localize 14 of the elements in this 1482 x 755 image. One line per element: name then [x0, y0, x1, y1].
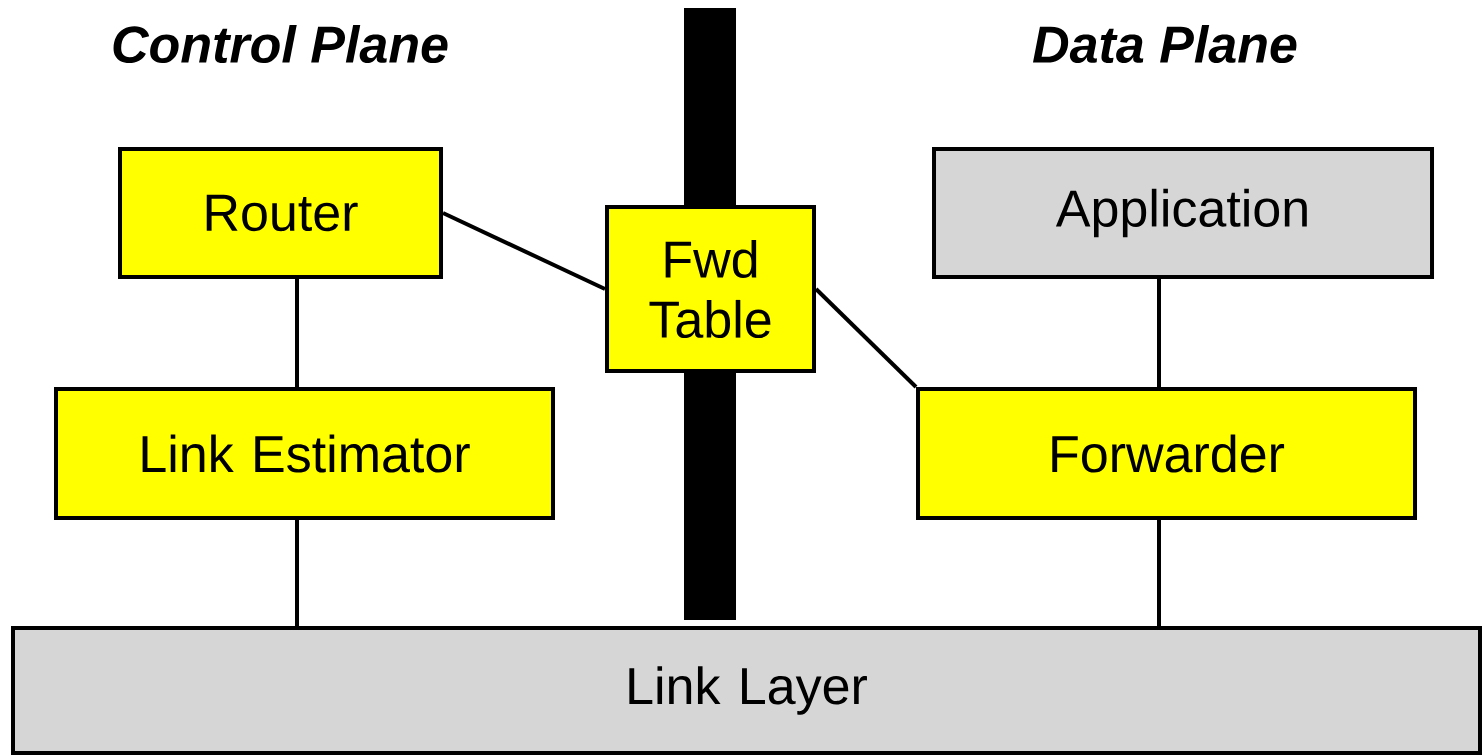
connector-line	[295, 520, 299, 626]
process-box: Forwarder	[916, 387, 1417, 520]
plane-heading: Data Plane	[1033, 24, 1297, 64]
process-box: Router	[118, 147, 443, 279]
connector-line	[1157, 279, 1161, 387]
process-box: Application	[932, 147, 1434, 279]
plane-heading: Control Plane	[113, 24, 448, 64]
connector-line	[295, 279, 299, 387]
connector-line	[442, 211, 606, 291]
connector-line	[1157, 520, 1161, 626]
process-box: Link Estimator	[54, 387, 555, 520]
connector-line	[814, 287, 918, 389]
process-box: Link Layer	[11, 626, 1482, 755]
process-box: Fwd Table	[605, 205, 816, 373]
